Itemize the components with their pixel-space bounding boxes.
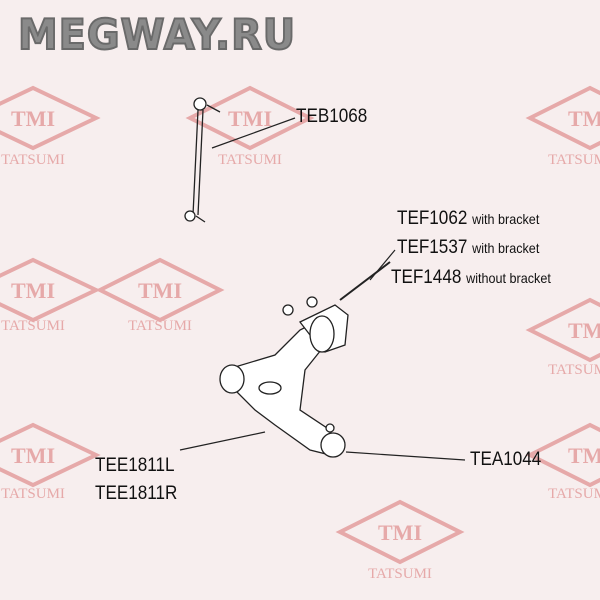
part-note: with bracket [472,211,540,227]
label-tea1044: TEA1044 [470,449,542,470]
svg-text:TATSUMI: TATSUMI [548,486,600,502]
part-note: without bracket [466,270,551,286]
part-code: TEF1062 [397,208,468,229]
label-tef1448: TEF1448 without bracket [391,267,551,289]
svg-text:TATSUMI: TATSUMI [128,318,192,334]
svg-text:TMI: TMI [11,443,55,468]
label-tee1811l: TEE1811L [95,455,175,476]
part-note: with bracket [472,240,540,256]
label-teb1068: TEB1068 [296,106,368,127]
svg-text:TMI: TMI [138,278,182,303]
part-code: TEF1537 [397,237,468,258]
label-tee1811r: TEE1811R [95,483,178,504]
svg-text:TMI: TMI [11,278,55,303]
stabilizer-link-drawing [184,97,221,223]
tmi-watermarks [0,85,600,565]
svg-text:TATSUMI: TATSUMI [218,152,282,168]
svg-text:TMI: TMI [228,106,272,131]
svg-text:TMI: TMI [568,443,600,468]
svg-text:TATSUMI: TATSUMI [368,566,432,582]
svg-text:TMI: TMI [11,106,55,131]
svg-text:TATSUMI: TATSUMI [548,152,600,168]
part-code: TEF1448 [391,267,462,288]
svg-text:TMI: TMI [568,106,600,131]
label-tef1537: TEF1537 with bracket [397,237,539,259]
svg-text:TATSUMI: TATSUMI [1,152,65,168]
control-arm-drawing [219,261,391,458]
svg-text:TMI: TMI [568,318,600,343]
label-tef1062: TEF1062 with bracket [397,208,539,230]
site-watermark: MEGWAY.RU [17,9,297,60]
leader-lines [179,117,466,461]
svg-text:TATSUMI: TATSUMI [1,486,65,502]
svg-text:TATSUMI: TATSUMI [1,318,65,334]
svg-text:TMI: TMI [378,520,422,545]
svg-text:TATSUMI: TATSUMI [548,362,600,378]
